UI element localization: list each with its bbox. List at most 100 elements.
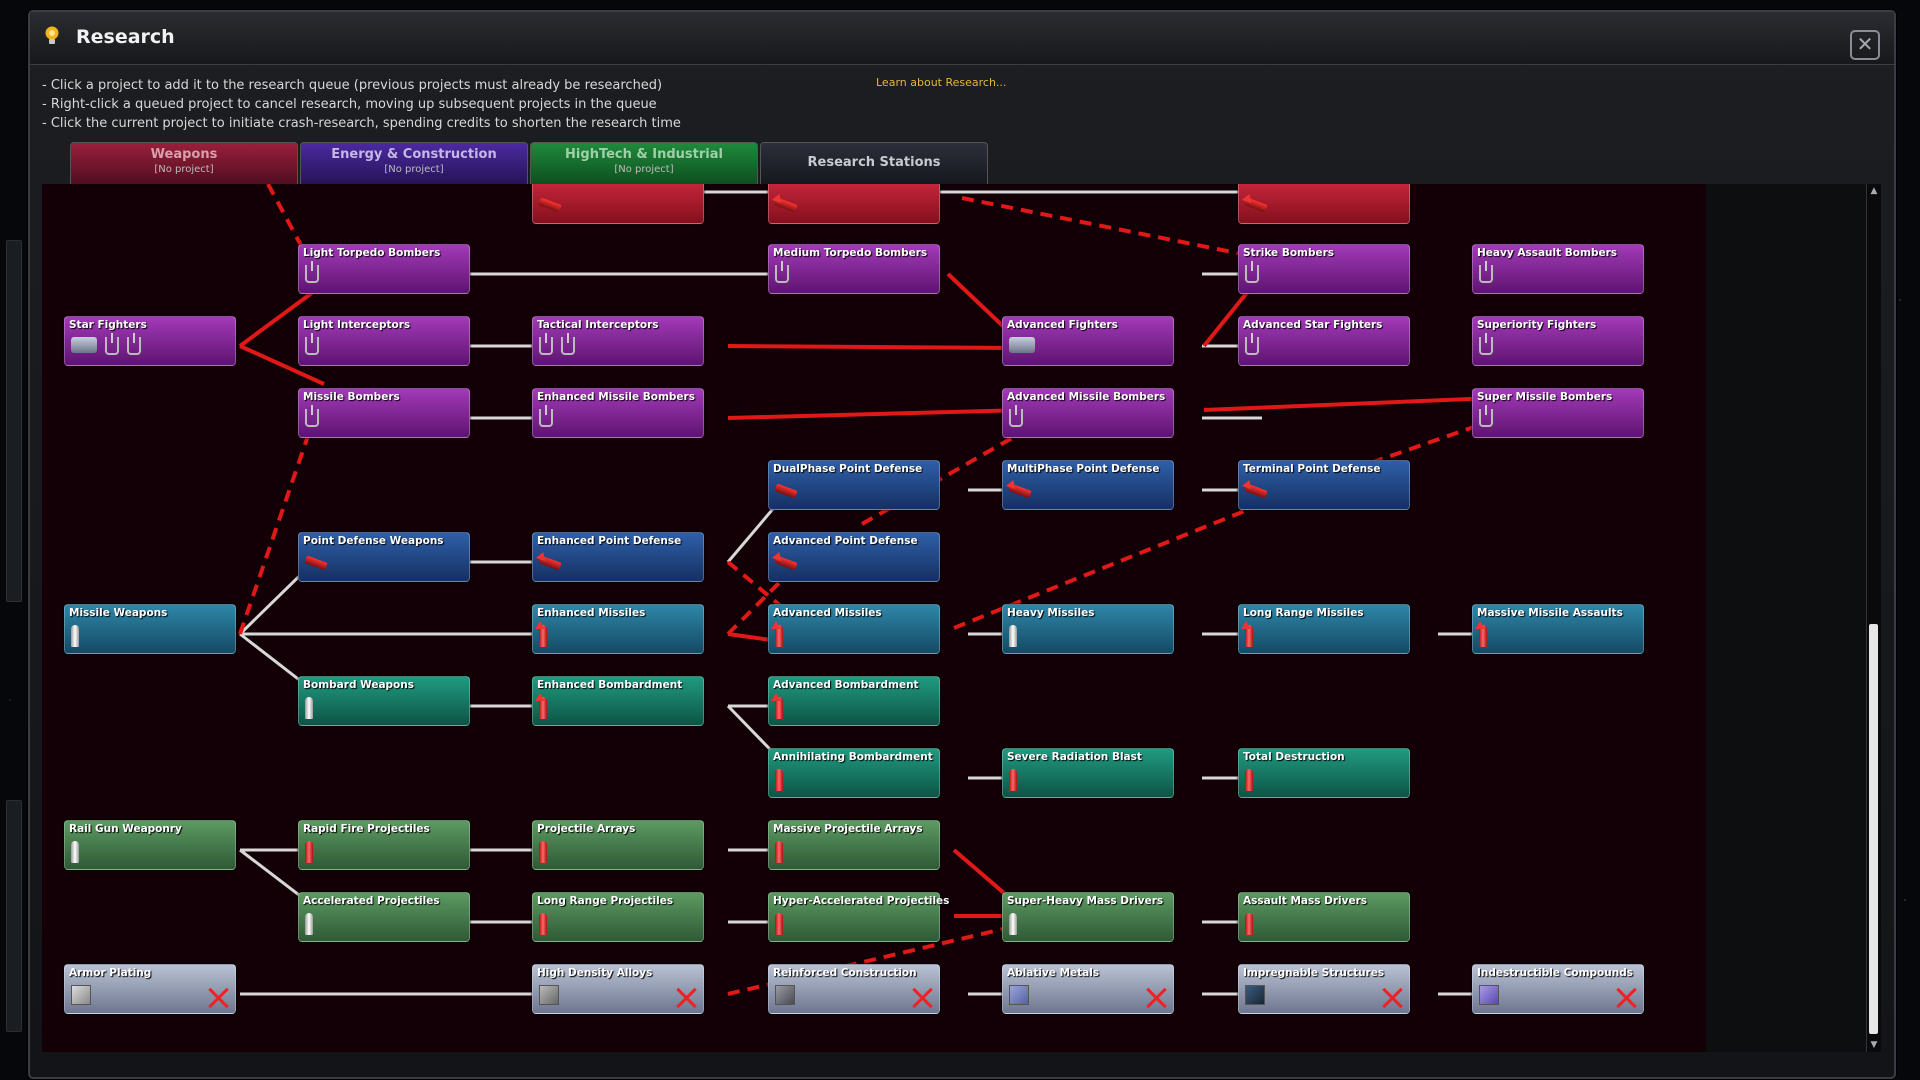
bomber-icon: [127, 333, 141, 355]
research-node-enhanced-missiles[interactable]: Enhanced Missiles: [532, 604, 704, 654]
research-node-accelerated-projectiles[interactable]: Accelerated Projectiles: [298, 892, 470, 942]
research-node-reinforced-construction[interactable]: Reinforced Construction: [768, 964, 940, 1014]
node-label: Bombard Weapons: [303, 679, 414, 691]
research-node-long-range-missiles[interactable]: Long Range Missiles: [1238, 604, 1410, 654]
node-label: Enhanced Missiles: [537, 607, 646, 619]
research-node-assault-mass-drivers[interactable]: Assault Mass Drivers: [1238, 892, 1410, 942]
research-node-super-missile-bombers[interactable]: Super Missile Bombers: [1472, 388, 1644, 438]
research-node-impregnable-structures[interactable]: Impregnable Structures: [1238, 964, 1410, 1014]
research-node-strike-bombers[interactable]: Strike Bombers: [1238, 244, 1410, 294]
node-label: Star Fighters: [69, 319, 147, 331]
node-label: Hyper-Accelerated Projectiles: [773, 895, 950, 907]
tree-side-panel: [1706, 184, 1866, 1052]
research-node-advanced-missiles[interactable]: Advanced Missiles: [768, 604, 940, 654]
research-node-super-heavy-mass-drivers[interactable]: Super-Heavy Mass Drivers: [1002, 892, 1174, 942]
node-label: Advanced Bombardment: [773, 679, 919, 691]
tab-status: [No project]: [614, 164, 674, 175]
research-node-heavy-assault-bombers[interactable]: Heavy Assault Bombers: [1472, 244, 1644, 294]
fighter-icon: [539, 333, 553, 355]
scroll-thumb[interactable]: [1869, 624, 1878, 1034]
research-node-massive-missile-assaults[interactable]: Massive Missile Assaults: [1472, 604, 1644, 654]
projectile-icon: [305, 841, 313, 863]
missile-icon: [1475, 621, 1487, 647]
research-node-severe-radiation-blast[interactable]: Severe Radiation Blast: [1002, 748, 1174, 798]
research-node-high-density-alloys[interactable]: High Density Alloys: [532, 964, 704, 1014]
tab-energy-construction[interactable]: Energy & Construction [No project]: [300, 142, 528, 188]
bomber-icon: [305, 405, 319, 427]
research-node-point-defense-weapons[interactable]: Point Defense Weapons: [298, 532, 470, 582]
tab-status: [No project]: [384, 164, 444, 175]
research-node-advanced-point-defense[interactable]: Advanced Point Defense: [768, 532, 940, 582]
research-node-rail-gun-weaponry[interactable]: Rail Gun Weaponry: [64, 820, 236, 870]
research-node-advanced-bombardment[interactable]: Advanced Bombardment: [768, 676, 940, 726]
research-node-rapid-fire-projectiles[interactable]: Rapid Fire Projectiles: [298, 820, 470, 870]
node-label: Tactical Interceptors: [537, 319, 659, 331]
research-node-tactical-interceptors[interactable]: Tactical Interceptors: [532, 316, 704, 366]
research-node-total-destruction[interactable]: Total Destruction: [1238, 748, 1410, 798]
instruction-line: - Click the current project to initiate …: [42, 116, 681, 131]
research-node-partial[interactable]: [768, 184, 940, 224]
research-window: Research ✕ - Click a project to add it t…: [28, 10, 1896, 1079]
tab-label: Research Stations: [807, 155, 941, 170]
research-node-advanced-star-fighters[interactable]: Advanced Star Fighters: [1238, 316, 1410, 366]
research-node-medium-torpedo-bombers[interactable]: Medium Torpedo Bombers: [768, 244, 940, 294]
research-node-projectile-arrays[interactable]: Projectile Arrays: [532, 820, 704, 870]
missile-icon: [771, 621, 783, 647]
vertical-scrollbar[interactable]: ▲ ▼: [1866, 184, 1881, 1052]
node-label: Advanced Star Fighters: [1243, 319, 1383, 331]
node-label: Terminal Point Defense: [1243, 463, 1381, 475]
research-node-dualphase-point-defense[interactable]: DualPhase Point Defense: [768, 460, 940, 510]
tab-research-stations[interactable]: Research Stations: [760, 142, 988, 188]
research-node-enhanced-point-defense[interactable]: Enhanced Point Defense: [532, 532, 704, 582]
research-node-light-torpedo-bombers[interactable]: Light Torpedo Bombers: [298, 244, 470, 294]
research-node-armor-plating[interactable]: Armor Plating: [64, 964, 236, 1014]
not-researchable-icon: [1381, 987, 1403, 1009]
research-node-massive-projectile-arrays[interactable]: Massive Projectile Arrays: [768, 820, 940, 870]
bombard-icon: [1245, 769, 1253, 791]
node-label: Indestructible Compounds: [1477, 967, 1633, 979]
node-label: Enhanced Point Defense: [537, 535, 682, 547]
research-node-superiority-fighters[interactable]: Superiority Fighters: [1472, 316, 1644, 366]
close-button[interactable]: ✕: [1850, 30, 1880, 60]
point-defense-icon: [1241, 192, 1268, 213]
research-node-indestructible-compounds[interactable]: Indestructible Compounds: [1472, 964, 1644, 1014]
node-label: Impregnable Structures: [1243, 967, 1385, 979]
node-label: Armor Plating: [69, 967, 152, 979]
interceptor-icon: [561, 333, 575, 355]
research-node-enhanced-bombardment[interactable]: Enhanced Bombardment: [532, 676, 704, 726]
research-node-partial[interactable]: [1238, 184, 1410, 224]
point-defense-icon: [1241, 478, 1268, 499]
research-node-star-fighters[interactable]: Star Fighters: [64, 316, 236, 366]
research-node-light-interceptors[interactable]: Light Interceptors: [298, 316, 470, 366]
bombard-icon: [771, 693, 783, 719]
research-node-hyper-accelerated-projectiles[interactable]: Hyper-Accelerated Projectiles: [768, 892, 949, 942]
instruction-line: - Click a project to add it to the resea…: [42, 78, 663, 93]
node-label: Medium Torpedo Bombers: [773, 247, 928, 259]
research-node-terminal-point-defense[interactable]: Terminal Point Defense: [1238, 460, 1410, 510]
node-label: Rapid Fire Projectiles: [303, 823, 430, 835]
node-label: High Density Alloys: [537, 967, 653, 979]
research-node-heavy-missiles[interactable]: Heavy Missiles: [1002, 604, 1174, 654]
research-node-partial[interactable]: [532, 184, 704, 224]
research-node-multiphase-point-defense[interactable]: MultiPhase Point Defense: [1002, 460, 1174, 510]
tab-hightech-industrial[interactable]: HighTech & Industrial [No project]: [530, 142, 758, 188]
research-node-advanced-missile-bombers[interactable]: Advanced Missile Bombers: [1002, 388, 1174, 438]
research-node-missile-bombers[interactable]: Missile Bombers: [298, 388, 470, 438]
research-tree[interactable]: Light Torpedo Bombers Medium Torpedo Bom…: [42, 184, 1706, 1052]
tab-label: HighTech & Industrial: [565, 147, 723, 162]
research-node-missile-weapons[interactable]: Missile Weapons: [64, 604, 236, 654]
armor-icon: [775, 985, 795, 1005]
scroll-down-arrow-icon[interactable]: ▼: [1870, 1040, 1878, 1050]
tab-weapons[interactable]: Weapons [No project]: [70, 142, 298, 188]
research-node-advanced-fighters[interactable]: Advanced Fighters: [1002, 316, 1174, 366]
node-label: Missile Weapons: [69, 607, 168, 619]
learn-about-research-link[interactable]: Learn about Research...: [876, 76, 1007, 89]
research-node-bombard-weapons[interactable]: Bombard Weapons: [298, 676, 470, 726]
research-node-long-range-projectiles[interactable]: Long Range Projectiles: [532, 892, 704, 942]
background-panel-edge: [6, 800, 22, 1032]
research-node-annihilating-bombardment[interactable]: Annihilating Bombardment: [768, 748, 940, 798]
research-node-enhanced-missile-bombers[interactable]: Enhanced Missile Bombers: [532, 388, 704, 438]
research-node-ablative-metals[interactable]: Ablative Metals: [1002, 964, 1174, 1014]
title-bar[interactable]: Research ✕: [30, 12, 1894, 65]
scroll-up-arrow-icon[interactable]: ▲: [1870, 186, 1878, 196]
